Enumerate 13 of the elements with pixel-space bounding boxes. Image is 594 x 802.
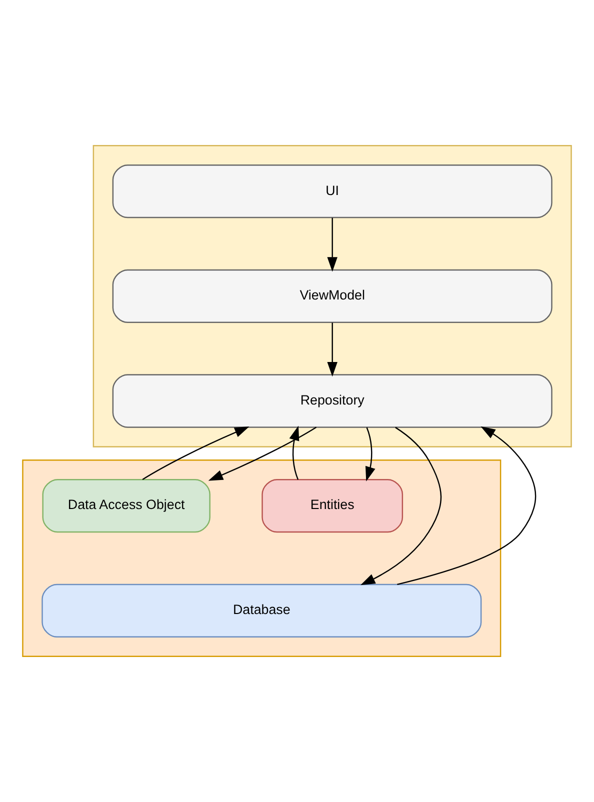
node-box: Entities [262,479,404,533]
node-box: Repository [112,374,552,428]
arrow [327,218,338,272]
node-box: Database [42,584,482,638]
arrow [289,426,300,480]
node-box: ViewModel [112,269,552,323]
node-box: UI [112,164,552,218]
cluster [92,145,572,448]
arrow [365,427,376,482]
arrow [327,322,338,377]
node-box: Data Access Object [42,479,210,533]
cluster [22,460,502,657]
arrow [397,426,536,586]
